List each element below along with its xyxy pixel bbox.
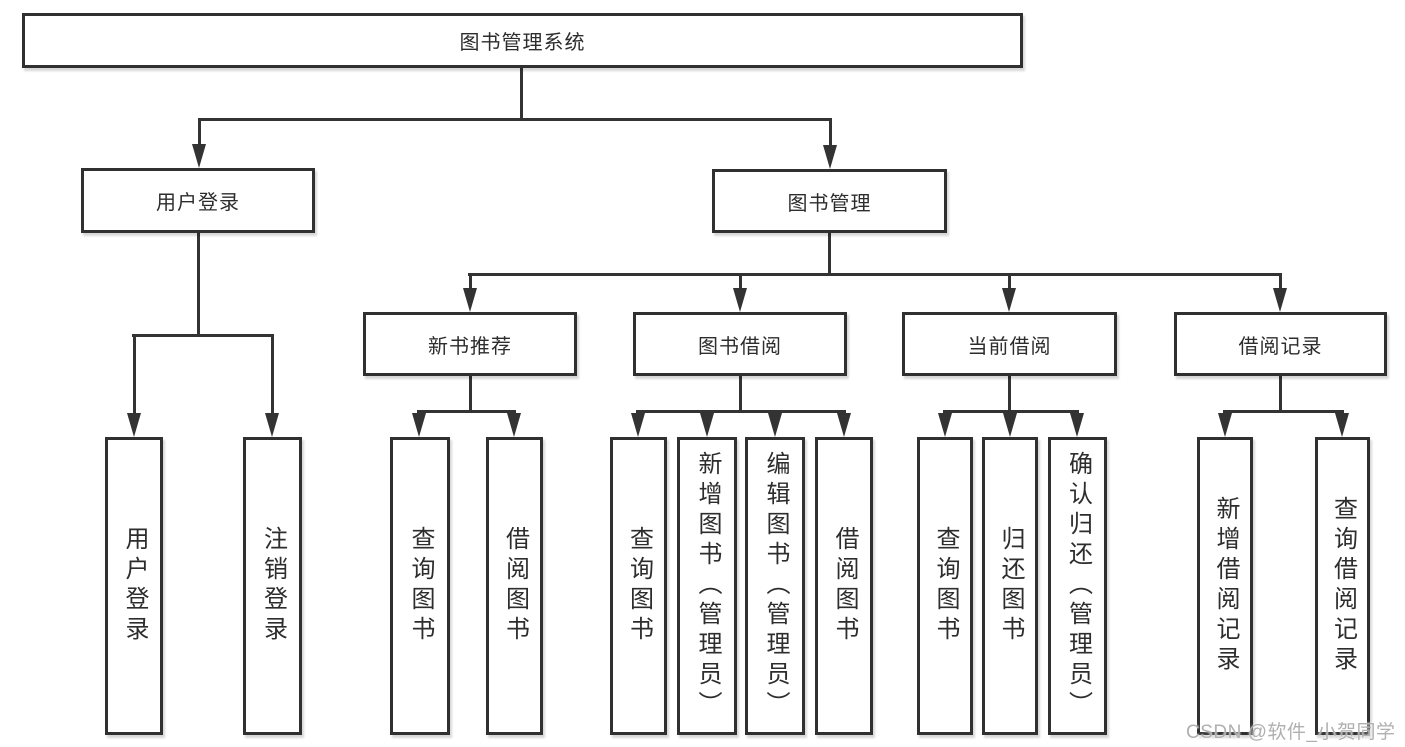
connector-line xyxy=(636,410,846,413)
arrowhead-icon xyxy=(507,413,521,437)
node-borrow-books-borrowing-label: 借阅图书 xyxy=(831,526,858,646)
node-borrow-books-recommend: 借阅图书 xyxy=(486,437,543,735)
connector-line xyxy=(197,233,200,334)
node-user-login-branch-label: 用户登录 xyxy=(156,192,240,214)
connector-line xyxy=(1279,273,1282,291)
connector-line xyxy=(271,334,274,416)
connector-line xyxy=(469,376,472,410)
arrowhead-icon xyxy=(938,413,952,437)
connector-line xyxy=(468,273,1282,276)
node-query-books-recommend-label: 查询图书 xyxy=(407,526,434,646)
node-return-books: 归还图书 xyxy=(982,437,1038,735)
arrowhead-icon xyxy=(700,413,714,437)
arrowhead-icon xyxy=(1002,288,1016,312)
arrowhead-icon xyxy=(768,413,782,437)
node-confirm-return-admin-label: 确认归还（管理员） xyxy=(1064,451,1092,721)
node-query-borrow-record: 查询借阅记录 xyxy=(1315,437,1370,735)
arrowhead-icon xyxy=(127,413,141,437)
node-edit-books-admin: 编辑图书（管理员） xyxy=(745,437,805,735)
connector-line xyxy=(133,334,136,416)
node-logout-label: 注销登录 xyxy=(259,526,287,646)
node-borrow-records: 借阅记录 xyxy=(1174,312,1387,376)
connector-line xyxy=(1279,376,1282,410)
node-root-label: 图书管理系统 xyxy=(459,32,586,54)
connector-line xyxy=(829,118,832,149)
node-query-borrow-record-label: 查询借阅记录 xyxy=(1329,496,1357,676)
node-user-login-branch: 用户登录 xyxy=(81,168,315,233)
node-query-books-current-label: 查询图书 xyxy=(932,526,959,646)
node-logout: 注销登录 xyxy=(243,437,302,735)
node-book-borrowing-label: 图书借阅 xyxy=(698,335,782,358)
node-borrow-books-recommend-label: 借阅图书 xyxy=(501,526,529,646)
node-query-books-recommend: 查询图书 xyxy=(390,437,450,735)
arrowhead-icon xyxy=(192,144,206,168)
node-book-borrowing: 图书借阅 xyxy=(633,312,847,376)
node-add-books-admin-label: 新增图书（管理员） xyxy=(694,451,721,721)
node-root: 图书管理系统 xyxy=(22,13,1023,68)
connector-line xyxy=(198,118,201,148)
connector-line xyxy=(739,273,742,291)
node-user-login-label: 用户登录 xyxy=(121,526,148,646)
connector-line xyxy=(1008,376,1011,410)
arrowhead-icon xyxy=(412,413,426,437)
node-add-books-admin: 新增图书（管理员） xyxy=(677,437,737,735)
connector-line xyxy=(469,273,472,291)
arrowhead-icon xyxy=(1003,413,1017,437)
arrowhead-icon xyxy=(733,288,747,312)
csdn-watermark: CSDN @软件_小贺同学 xyxy=(1186,722,1396,743)
connector-line xyxy=(198,118,831,121)
connector-line xyxy=(520,68,523,118)
node-edit-books-admin-label: 编辑图书（管理员） xyxy=(762,451,789,721)
node-current-borrowing: 当前借阅 xyxy=(902,312,1117,376)
node-return-books-label: 归还图书 xyxy=(997,526,1024,646)
node-book-management-label: 图书管理 xyxy=(787,192,872,215)
node-borrow-records-label: 借阅记录 xyxy=(1238,335,1323,358)
node-borrow-books-borrowing: 借阅图书 xyxy=(815,437,873,735)
arrowhead-icon xyxy=(1273,288,1287,312)
arrowhead-icon xyxy=(631,413,645,437)
node-book-management: 图书管理 xyxy=(712,169,947,233)
arrowhead-icon xyxy=(1070,413,1084,437)
connector-line xyxy=(828,233,831,273)
node-current-borrowing-label: 当前借阅 xyxy=(967,335,1052,358)
connector-line xyxy=(132,334,274,337)
node-query-books-borrowing-label: 查询图书 xyxy=(625,526,653,646)
connector-line xyxy=(739,376,742,410)
arrowhead-icon xyxy=(265,413,279,437)
connector-line xyxy=(1008,273,1011,291)
arrowhead-icon xyxy=(1335,413,1349,437)
arrowhead-icon xyxy=(463,288,477,312)
connector-line xyxy=(417,410,516,413)
node-user-login: 用户登录 xyxy=(105,437,163,735)
node-add-borrow-record-label: 新增借阅记录 xyxy=(1212,496,1239,676)
node-confirm-return-admin: 确认归还（管理员） xyxy=(1048,437,1107,735)
connector-line xyxy=(1223,410,1344,413)
node-query-books-current: 查询图书 xyxy=(917,437,973,735)
node-new-book-recommend: 新书推荐 xyxy=(363,312,577,376)
arrowhead-icon xyxy=(823,145,837,169)
node-query-books-borrowing: 查询图书 xyxy=(610,437,667,735)
node-new-book-recommend-label: 新书推荐 xyxy=(428,335,512,358)
arrowhead-icon xyxy=(1218,413,1232,437)
arrowhead-icon xyxy=(837,413,851,437)
node-add-borrow-record: 新增借阅记录 xyxy=(1197,437,1253,735)
